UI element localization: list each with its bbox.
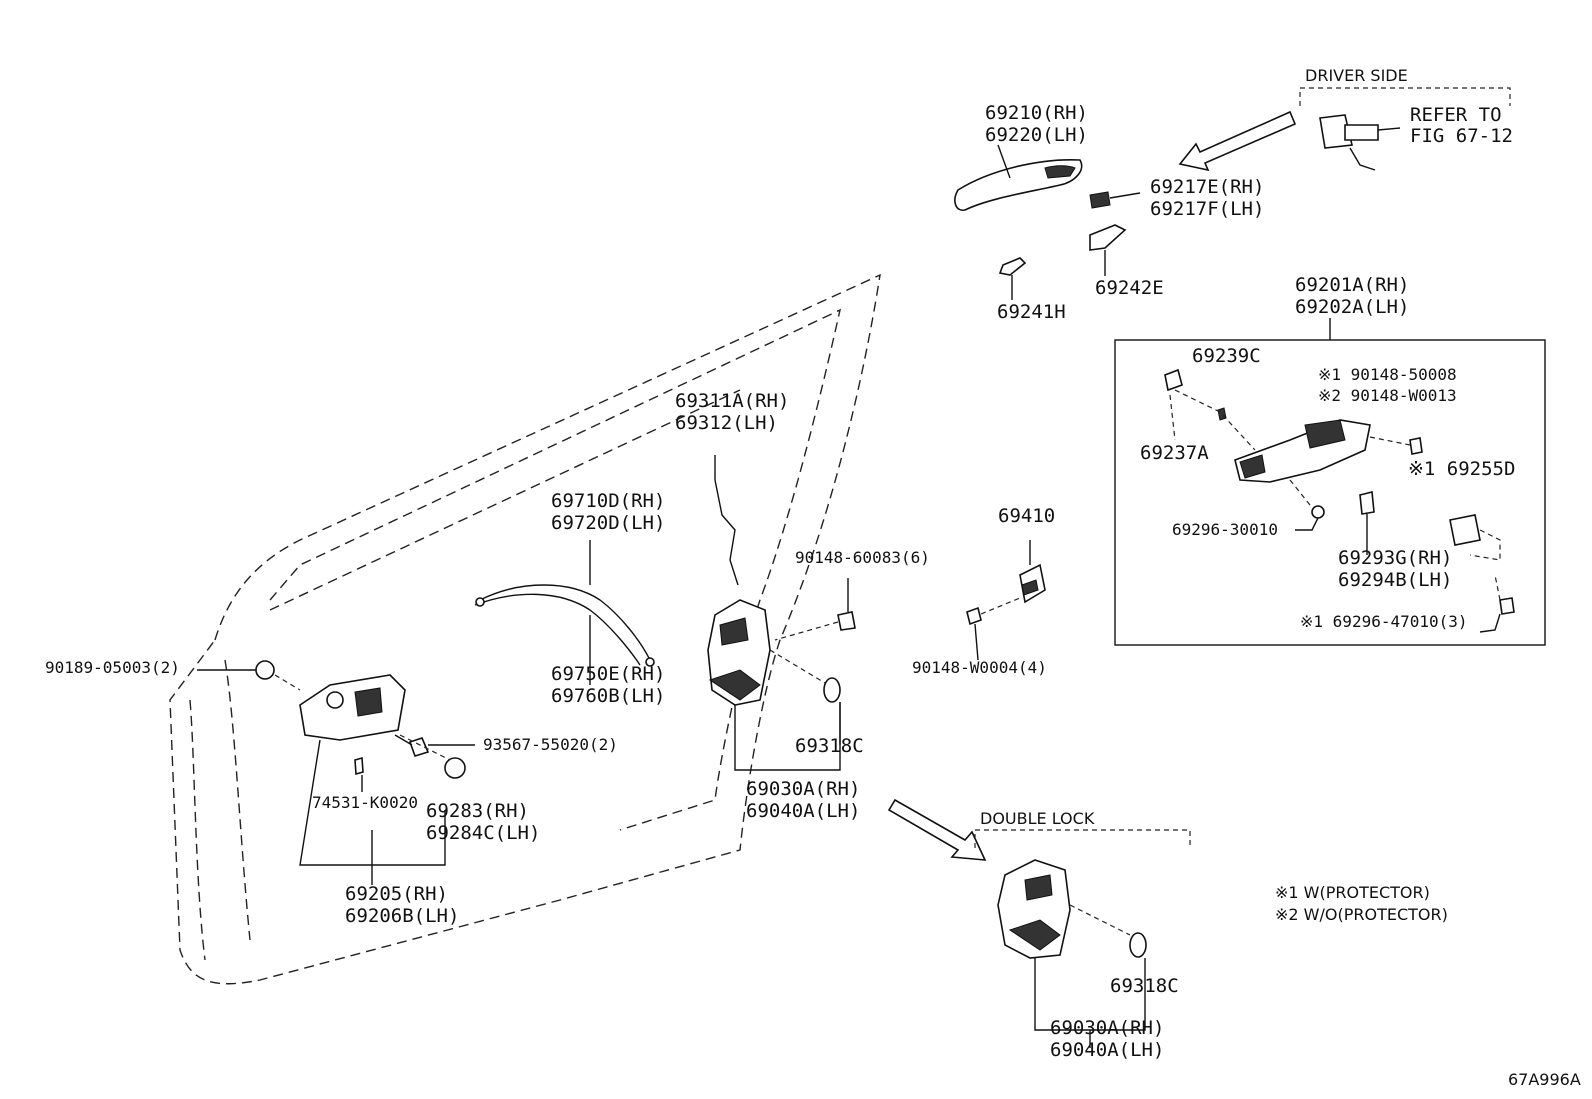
label-69201A: 69201A(RH) [1295,274,1410,296]
label-69237A: 69237A [1140,442,1209,464]
double-lock-label: DOUBLE LOCK [980,809,1095,828]
label-69040A-main: 69040A(LH) [746,800,861,822]
driver-side-box [1299,87,1511,171]
label-69720D: 69720D(LH) [551,512,666,534]
label-69030A-main: 69030A(RH) [746,778,861,800]
label-69283: 69283(RH) [426,800,529,822]
label-69217F: 69217F(LH) [1150,198,1265,220]
label-69750E: 69750E(RH) [551,663,666,685]
label-69760B: 69760B(LH) [551,685,666,707]
label-69710D: 69710D(RH) [551,490,666,512]
label-69255D: ※1 69255D [1408,458,1516,480]
direction-arrow-top [1178,110,1297,172]
outer-handle [954,144,1083,211]
double-lock-box [974,829,1191,1048]
label-69202A: 69202A(LH) [1295,296,1410,318]
label-69296-30010: 69296-30010 [1172,520,1278,539]
label-69040A-double: 69040A(LH) [1050,1039,1165,1061]
label-69239C: 69239C [1192,345,1261,367]
label-69312: 69312(LH) [675,412,778,434]
striker [966,540,1046,661]
direction-arrow-bottom [887,798,987,861]
lock-rod [714,455,739,586]
door-cables [474,540,655,685]
label-69311A: 69311A(RH) [675,390,790,412]
refer-label-1: REFER TO [1410,104,1502,126]
label-69293G: 69293G(RH) [1338,547,1453,569]
handle-pads [998,224,1127,300]
lock-assembly [707,599,841,771]
label-69205: 69205(RH) [345,883,448,905]
label-69030A-double: 69030A(RH) [1050,1017,1165,1039]
handle-frame-box [1114,318,1546,646]
label-69296-47010: ※1 69296-47010(3) [1300,612,1468,631]
label-69241H: 69241H [997,301,1066,323]
label-93567-55020: 93567-55020(2) [483,735,618,754]
inside-handle [197,660,475,885]
label-69206B: 69206B(LH) [345,905,460,927]
label-69318C-main: 69318C [795,735,864,757]
handle-cap [1089,191,1141,209]
driver-side-label: DRIVER SIDE [1305,66,1408,85]
legend-note-2: ※2 W/O(PROTECTOR) [1275,905,1448,924]
label-69220: 69220(LH) [985,124,1088,146]
label-69242E: 69242E [1095,277,1164,299]
label-69294B: 69294B(LH) [1338,569,1453,591]
door-outline [169,273,881,985]
label-90148-60083: 90148-60083(6) [795,548,930,567]
label-90148-W0004: 90148-W0004(4) [912,658,1047,677]
label-note2-part: ※2 90148-W0013 [1318,386,1457,405]
lock-screw [774,578,856,641]
label-69318C-double: 69318C [1110,975,1179,997]
figure-id: 67A996A [1508,1070,1581,1089]
label-69410: 69410 [998,505,1056,527]
label-note1-part: ※1 90148-50008 [1318,365,1457,384]
label-69284C: 69284C(LH) [426,822,541,844]
refer-label-2: FIG 67-12 [1410,125,1513,147]
label-74531-K0020: 74531-K0020 [312,793,418,812]
legend-note-1: ※1 W(PROTECTOR) [1275,883,1430,902]
label-69210: 69210(RH) [985,102,1088,124]
label-90189-05003: 90189-05003(2) [45,658,180,677]
label-69217E: 69217E(RH) [1150,176,1265,198]
